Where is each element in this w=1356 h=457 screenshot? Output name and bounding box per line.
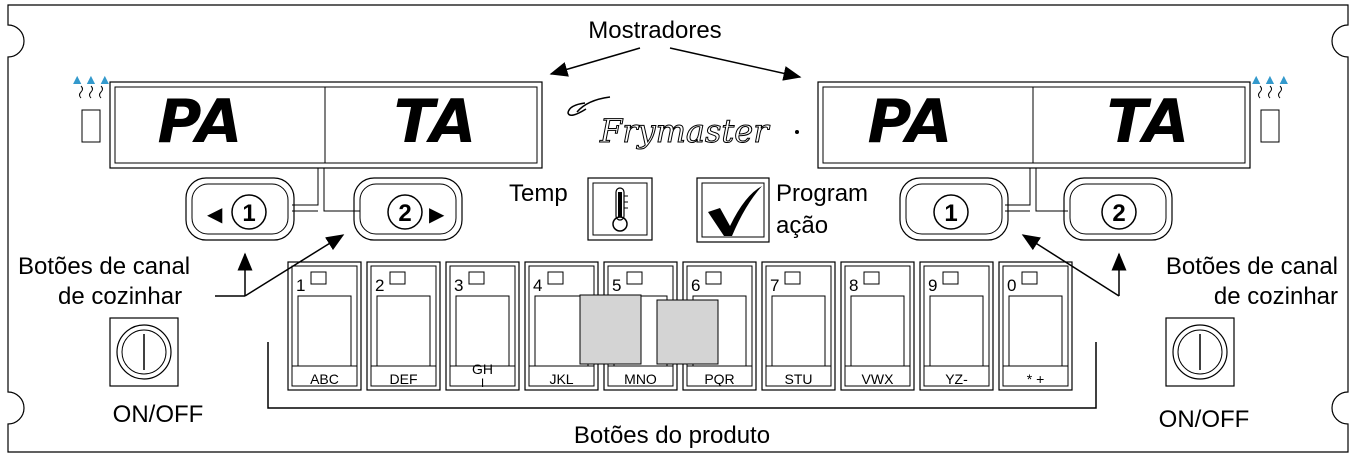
key-number: 1 [296, 276, 305, 295]
key-indicator-light [626, 271, 643, 285]
power-label-left: ON/OFF [113, 401, 204, 428]
key-letters: ABC [310, 371, 339, 387]
frymaster-logo: Frymaster [567, 96, 799, 151]
checkmark-icon [708, 186, 762, 236]
key-number: 7 [770, 276, 779, 295]
svg-text:▲▲▲: ▲▲▲ [1249, 71, 1291, 87]
cook-channel-label-right-line-2: de cozinhar [1214, 283, 1338, 310]
heat-indicator-left: ▲▲▲ [70, 71, 112, 143]
key-letters: MNO [624, 371, 657, 387]
key-indicator-light [1021, 271, 1038, 285]
left-arrow-icon: ◀ [207, 202, 223, 226]
panel-outline [7, 4, 1349, 453]
product-buttons-label: Botões do produto [574, 422, 770, 449]
displays-label: Mostradores [588, 17, 721, 44]
key-letters: DEF [390, 371, 418, 387]
thermometer-icon [612, 187, 628, 232]
heat-indicator-right: ▲▲▲ [1249, 71, 1291, 143]
key-number: 5 [612, 276, 621, 295]
key-indicator-light [310, 271, 327, 285]
product-buttons-bracket [267, 342, 1097, 409]
product-key-9[interactable]: 9YZ- [919, 261, 994, 391]
product-key-0[interactable]: 0 * + [998, 261, 1073, 391]
right-channel-connector [1005, 168, 1068, 212]
svg-text:1: 1 [242, 200, 255, 227]
key-indicator-light [863, 271, 880, 285]
displays-arrow-right [669, 47, 802, 81]
key-indicator-light [547, 271, 564, 285]
key-number: 4 [533, 276, 542, 295]
key-letters: * + [1027, 371, 1045, 387]
key-letters: YZ- [945, 371, 968, 387]
temp-label: Temp [509, 180, 568, 207]
key-indicator-light [784, 271, 801, 285]
left-display: PA TA [109, 81, 543, 169]
left-display-segment-2: TA [394, 87, 477, 157]
key-letters: STU [785, 371, 813, 387]
key-number: 3 [454, 276, 463, 295]
key-letters: PQR [704, 371, 734, 387]
key-number: 2 [375, 276, 384, 295]
key-letters: VWX [862, 371, 895, 387]
key-indicator-light [942, 271, 959, 285]
key-indicator-light [468, 271, 485, 285]
key-number: 0 [1007, 276, 1016, 295]
key-letters: JKL [549, 371, 573, 387]
left-channel-button-1[interactable]: ◀ 1 [185, 177, 295, 241]
right-display-segment-1: PA [868, 87, 953, 157]
right-arrow-icon: ▶ [429, 202, 445, 226]
power-label-right: ON/OFF [1159, 406, 1250, 433]
right-display: PA TA [817, 81, 1251, 169]
svg-text:▲▲▲: ▲▲▲ [70, 71, 112, 87]
left-channel-connector [292, 168, 360, 212]
key-letters-line-2: I [481, 376, 484, 390]
right-channel-button-1[interactable]: 1 [899, 177, 1009, 241]
key-number: 6 [691, 276, 700, 295]
left-display-segment-1: PA [158, 87, 243, 157]
cook-channel-label-left-line-1: Botões de canal [18, 253, 190, 280]
key-indicator-light [705, 271, 722, 285]
svg-text:2: 2 [398, 200, 411, 227]
temp-button[interactable] [587, 177, 653, 241]
svg-text:1: 1 [944, 200, 957, 227]
overlay-box-2 [656, 299, 719, 365]
overlay-box-1 [579, 294, 642, 365]
key-number: 9 [928, 276, 937, 295]
brand-name: Frymaster [599, 112, 770, 150]
right-channel-button-2[interactable]: 2 [1063, 177, 1173, 241]
power-switch-right[interactable] [1165, 317, 1235, 387]
left-channel-button-2[interactable]: 2 ▶ [353, 177, 463, 241]
right-display-segment-2: TA [1107, 87, 1190, 157]
program-button[interactable] [696, 177, 770, 243]
key-number: 8 [849, 276, 858, 295]
power-switch-left[interactable] [109, 317, 179, 387]
key-letters: GH [472, 361, 493, 377]
displays-arrow-left [549, 47, 641, 77]
program-label-line-2: ação [776, 212, 828, 239]
cook-channel-label-left-line-2: de cozinhar [58, 283, 182, 310]
program-label-line-1: Program [776, 180, 868, 207]
key-indicator-light [389, 271, 406, 285]
svg-text:2: 2 [1112, 200, 1125, 227]
cook-channel-label-right-line-1: Botões de canal [1166, 253, 1338, 280]
